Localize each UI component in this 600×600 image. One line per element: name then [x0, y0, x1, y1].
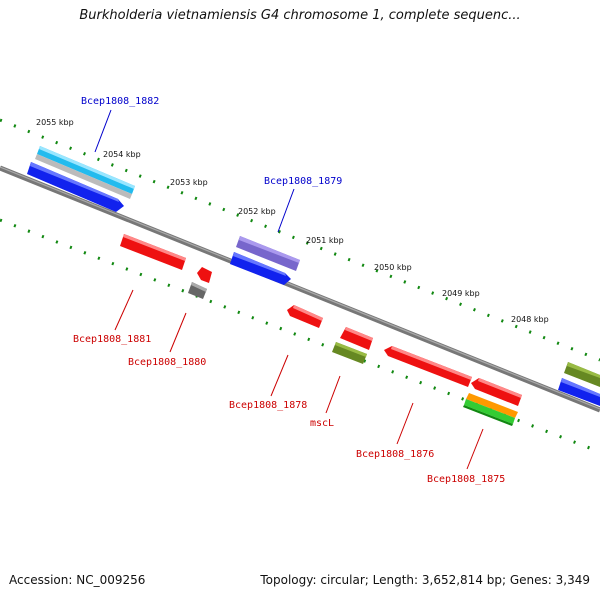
- kbp-label: 2051 kbp: [306, 236, 344, 245]
- feature-bcep1808-1880[interactable]: [188, 282, 207, 299]
- accession-text: Accession: NC_009256: [9, 573, 146, 587]
- label-leader: [270, 354, 289, 397]
- kbp-label: 2048 kbp: [511, 315, 549, 324]
- gene-label-bcep1808-1882[interactable]: Bcep1808_1882: [81, 96, 159, 107]
- feature-right-blue[interactable]: [558, 378, 600, 406]
- feature-bcep1808-1879[interactable]: [236, 236, 300, 271]
- feature-red-arrow[interactable]: [340, 327, 373, 350]
- label-leader: [396, 402, 414, 445]
- label-leader: [169, 312, 187, 353]
- feature-bcep1808-1882[interactable]: [35, 146, 135, 199]
- feature-small-red[interactable]: [197, 267, 212, 283]
- feature-bcep1808-1881[interactable]: [120, 234, 186, 270]
- gene-label-bcep1808-1878[interactable]: Bcep1808_1878: [229, 400, 307, 411]
- label-leader: [94, 109, 112, 153]
- gene-label-mscl[interactable]: mscL: [310, 418, 334, 429]
- label-leader: [466, 428, 484, 470]
- gene-label-bcep1808-1880[interactable]: Bcep1808_1880: [128, 357, 206, 368]
- backbone-highlight: [0, 166, 600, 410]
- gene-label-bcep1808-1879[interactable]: Bcep1808_1879: [264, 176, 342, 187]
- page-title: Burkholderia vietnamiensis G4 chromosome…: [79, 8, 521, 23]
- kbp-label: 2055 kbp: [36, 118, 74, 127]
- gene-label-bcep1808-1876[interactable]: Bcep1808_1876: [356, 449, 434, 460]
- feature-gene-arrow[interactable]: [230, 252, 291, 285]
- label-leader: [114, 289, 134, 331]
- genome-summary-text: Topology: circular; Length: 3,652,814 bp…: [260, 573, 590, 587]
- feature-mscl[interactable]: [332, 342, 367, 364]
- outer-scale-ticks: [0, 118, 600, 362]
- feature-right-olive[interactable]: [564, 362, 600, 387]
- kbp-label: 2054 kbp: [103, 150, 141, 159]
- kbp-label: 2049 kbp: [442, 289, 480, 298]
- gene-label-bcep1808-1875[interactable]: Bcep1808_1875: [427, 474, 505, 485]
- feature-red-arrow-2[interactable]: [471, 378, 522, 406]
- feature-bcep1808-1878[interactable]: [287, 305, 323, 328]
- feature-gene-arrow[interactable]: [27, 162, 124, 212]
- chromosome-backbone: [0, 165, 600, 413]
- feature-bcep1808-1876[interactable]: [384, 346, 472, 387]
- kbp-label: 2053 kbp: [170, 178, 208, 187]
- label-leader: [325, 375, 341, 414]
- kbp-label: 2052 kbp: [238, 207, 276, 216]
- label-leader: [277, 188, 295, 233]
- kbp-label: 2050 kbp: [374, 263, 412, 272]
- feature-bcep1808-1875[interactable]: [463, 393, 518, 426]
- gene-label-bcep1808-1881[interactable]: Bcep1808_1881: [73, 334, 151, 345]
